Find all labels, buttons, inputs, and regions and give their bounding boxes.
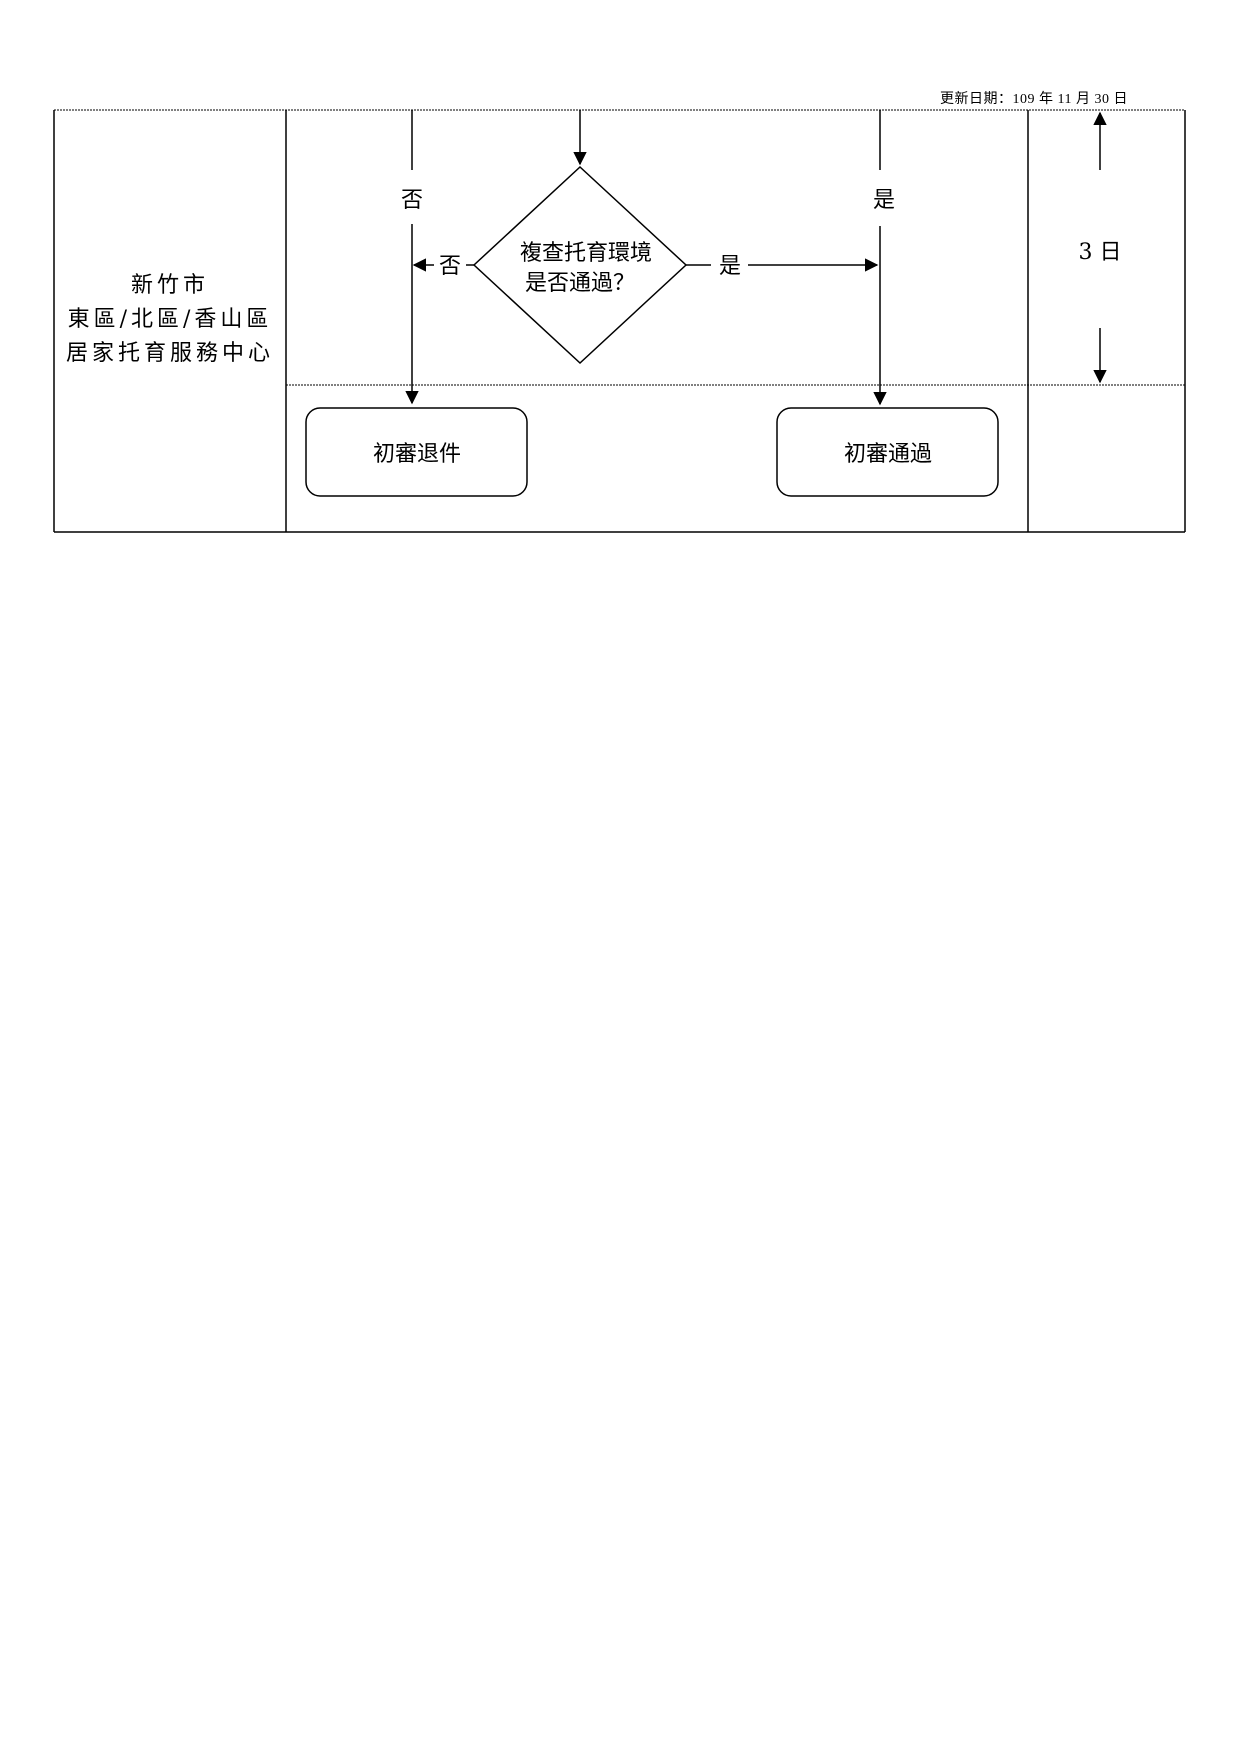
yes-label-top: 是 <box>873 188 895 213</box>
duration-label: 3 日 <box>1079 240 1122 265</box>
reject-box <box>305 407 528 497</box>
org-line-districts: 東區/北區/香山區 <box>67 307 273 332</box>
yes-label-side: 是 <box>719 254 741 279</box>
decision-text-line2: 是否通過？ <box>525 271 635 296</box>
table-frame <box>53 109 1186 533</box>
org-line-city: 新竹市 <box>130 273 209 298</box>
update-date: 更新日期：109 年 11 月 30 日 <box>940 92 1128 107</box>
decision-text-line1: 複查托育環境 <box>520 241 652 266</box>
reject-box-label: 初審退件 <box>373 442 461 467</box>
pass-box <box>776 407 999 497</box>
pass-box-label: 初審通過 <box>844 442 932 467</box>
decision-diamond <box>472 165 688 365</box>
no-label-side: 否 <box>439 254 461 279</box>
org-label: 新竹市 東區/北區/香山區 居家托育服務中心 <box>54 110 286 530</box>
no-label-top: 否 <box>401 188 423 213</box>
org-line-center: 居家托育服務中心 <box>65 341 274 366</box>
